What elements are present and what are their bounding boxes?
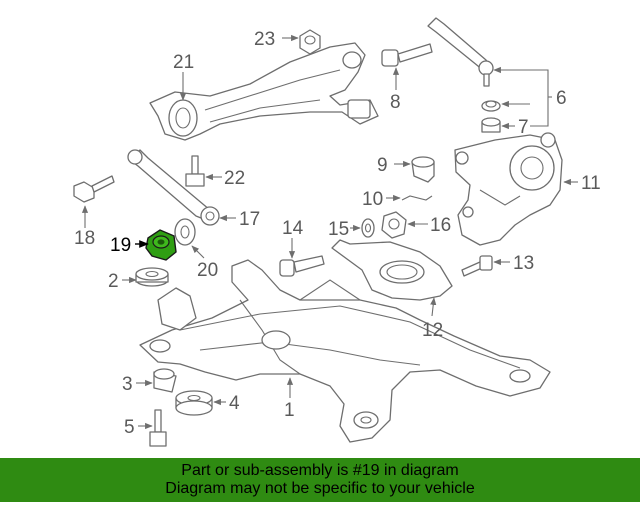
label-11: 11 [581, 173, 601, 194]
washer-part-20 [174, 218, 196, 246]
label-9: 9 [377, 155, 388, 176]
mount-part-4 [175, 390, 213, 416]
bolt-part-8 [381, 43, 433, 67]
bushing-part-9 [411, 156, 435, 183]
label-20: 20 [197, 260, 218, 281]
upper-control-arm-part-21 [149, 42, 379, 141]
parts-diagram: 23 21 8 6 7 9 10 11 22 17 16 15 14 13 12… [73, 17, 601, 447]
subframe-part-1 [139, 259, 551, 443]
knuckle-part-11 [454, 132, 563, 246]
clip-part-10 [401, 195, 433, 201]
link-part-17 [127, 149, 220, 226]
label-8: 8 [390, 92, 401, 113]
bolt-part-14 [279, 255, 325, 277]
label-6: 6 [556, 88, 567, 109]
label-12: 12 [422, 320, 443, 341]
label-7: 7 [518, 117, 529, 138]
label-4: 4 [229, 393, 240, 414]
bushing-part-6 [481, 100, 501, 112]
label-5: 5 [124, 417, 135, 438]
info-banner: Part or sub-assembly is #19 in diagram D… [0, 458, 640, 502]
banner-line-1: Part or sub-assembly is #19 in diagram [181, 462, 459, 479]
label-15: 15 [328, 219, 349, 240]
bushing-part-3 [153, 368, 177, 393]
label-13: 13 [513, 253, 534, 274]
label-14: 14 [282, 218, 304, 239]
callout-labels: 23 21 8 6 7 9 10 11 22 17 16 15 14 13 12… [74, 29, 601, 438]
banner-line-2: Diagram may not be specific to your vehi… [165, 480, 475, 497]
label-16: 16 [430, 215, 451, 236]
lower-arm-part-12 [331, 239, 453, 301]
bolt-part-13 [461, 255, 493, 277]
label-22: 22 [224, 168, 245, 189]
rod-part-6 [427, 17, 494, 87]
label-3: 3 [122, 374, 133, 395]
label-10: 10 [362, 189, 383, 210]
nut-part-23 [299, 29, 321, 55]
bushing-part-16 [381, 211, 407, 239]
bolt-part-5 [149, 409, 167, 447]
bushing-part-7 [481, 117, 501, 133]
label-19: 19 [110, 235, 131, 256]
leader-lines [81, 34, 578, 430]
mount-part-2 [135, 267, 169, 287]
label-18: 18 [74, 228, 95, 249]
nut-part-19-highlighted[interactable] [145, 229, 177, 261]
label-17: 17 [239, 209, 260, 230]
label-1: 1 [284, 400, 295, 421]
label-23: 23 [254, 29, 275, 50]
label-2: 2 [108, 271, 119, 292]
label-21: 21 [173, 52, 194, 73]
bolt-part-18 [73, 175, 115, 203]
bolt-part-22 [185, 155, 205, 187]
washer-part-15 [361, 218, 375, 238]
